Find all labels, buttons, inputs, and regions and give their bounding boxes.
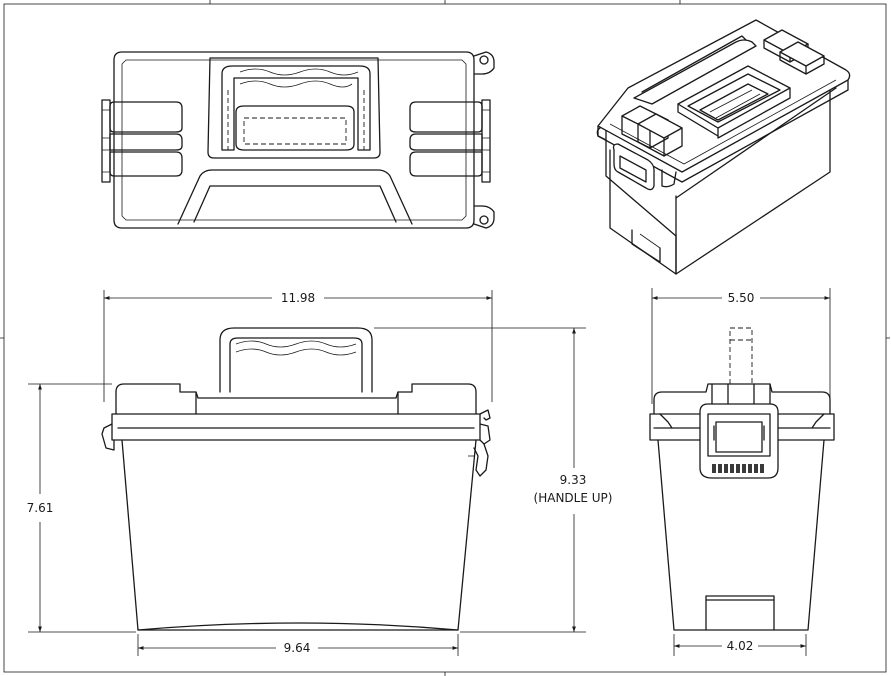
dim-base-width: 4.02 [727,639,754,653]
isometric-view [596,19,851,275]
top-view [101,51,495,229]
dimensions: 11.98 5.50 7.61 9.33 (HANDLE UP) 9.64 4.… [27,288,831,656]
dim-handle-up-note: (HANDLE UP) [534,491,613,505]
dim-overall-length: 11.98 [281,291,315,305]
side-view [649,327,835,631]
dim-body-height: 7.61 [27,501,54,515]
dim-base-length: 9.64 [284,641,311,655]
latch-grip-ribs [712,464,764,473]
front-view [101,327,491,631]
dim-handle-up-height: 9.33 [560,473,587,487]
dim-overall-width: 5.50 [728,291,755,305]
